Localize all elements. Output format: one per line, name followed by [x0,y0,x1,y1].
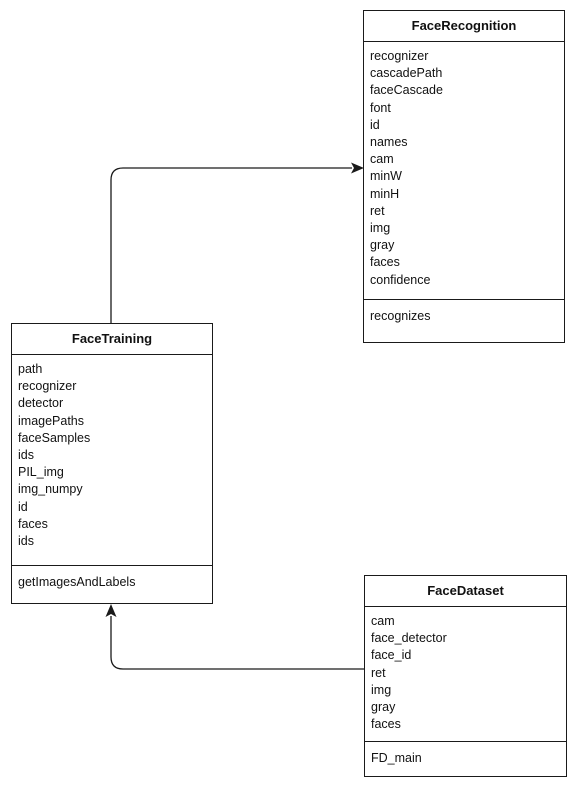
class-name: FaceDataset [365,576,566,607]
method-list: recognizes [364,300,564,325]
method-list: FD_main [365,742,566,767]
attribute: gray [370,238,395,253]
attribute: img [370,221,391,236]
class-name: FaceTraining [12,324,212,355]
attribute: font [370,100,391,115]
attribute: cam [371,614,395,628]
connector-dataset-to-training[interactable] [110,616,364,670]
arrowhead-recognition [351,162,364,174]
attribute: id [18,499,28,514]
attribute: cascadePath [370,66,443,81]
attribute-list: cam face_detector face_id ret img gray f… [365,607,566,742]
connector-training-to-recognition[interactable] [110,167,352,323]
class-name: FaceRecognition [364,11,564,42]
method-list: getImagesAndLabels [12,566,212,591]
attribute: faces [371,717,401,732]
attribute: faces [18,516,48,531]
attribute: faceSamples [18,430,91,445]
attribute: ids [18,448,34,463]
attribute: minH [370,186,400,201]
attribute: id [370,117,380,132]
attribute: img [371,682,392,697]
attribute: face_id [371,648,412,663]
attribute: face_detector [371,631,447,646]
attribute: recognizer [370,49,429,63]
attribute: recognizer [18,379,77,394]
attribute-list: recognizer cascadePath faceCascade font … [364,42,564,300]
attribute: ret [370,203,385,218]
method: getImagesAndLabels [18,575,136,589]
attribute: faces [370,255,400,270]
attribute-list: path recognizer detector imagePaths face… [12,355,212,566]
attribute: ret [371,665,386,680]
attribute: PIL_img [18,465,64,480]
attribute: path [18,362,43,376]
attribute: detector [18,396,64,411]
attribute: minW [370,169,402,184]
attribute: names [370,135,408,150]
method: recognizes [370,309,431,323]
attribute: cam [370,152,394,167]
attribute: gray [371,700,396,715]
attribute: img_numpy [18,482,83,497]
class-face-training[interactable]: FaceTraining path recognizer detector im… [11,323,213,604]
attribute: ids [18,534,34,549]
class-face-dataset[interactable]: FaceDataset cam face_detector face_id re… [364,575,567,777]
attribute: faceCascade [370,83,443,98]
attribute: imagePaths [18,413,85,428]
class-face-recognition[interactable]: FaceRecognition recognizer cascadePath f… [363,10,565,343]
method: FD_main [371,751,422,765]
attribute: confidence [370,272,431,287]
arrowhead-training [105,604,117,617]
